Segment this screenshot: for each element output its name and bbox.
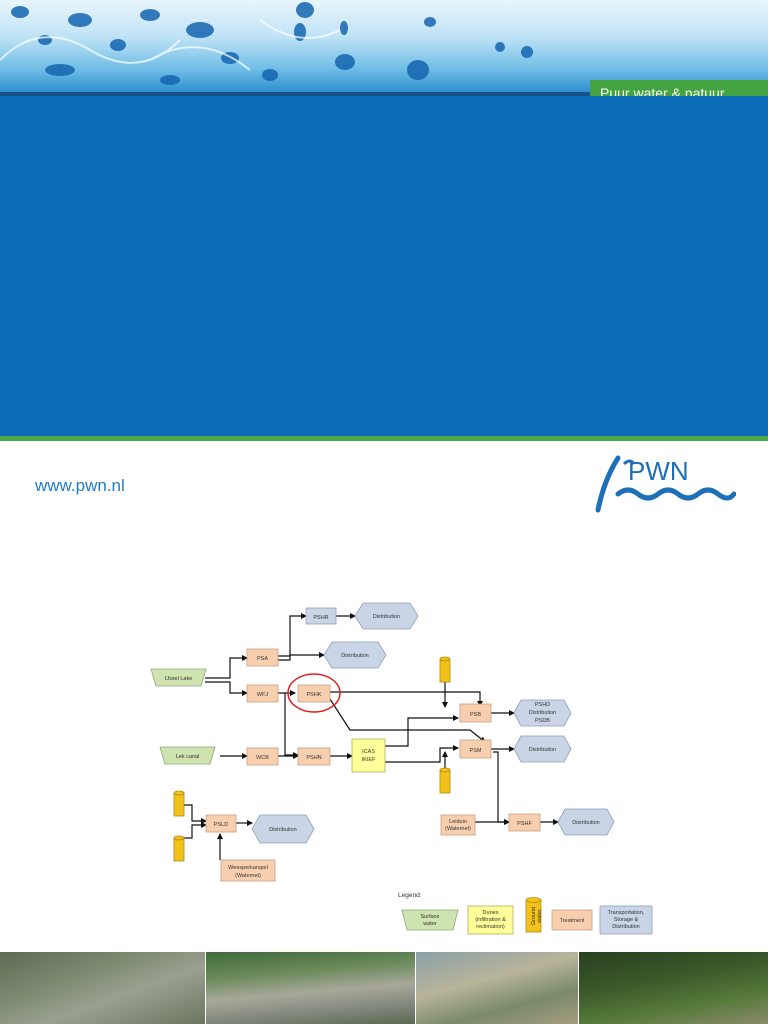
node-psa: PSA [246, 648, 279, 667]
legend-ground-water: Groundwater [525, 897, 543, 933]
treatment-plant-photo [206, 952, 415, 1024]
svg-text:PSA: PSA [257, 656, 268, 662]
legend-dunes: Dunes(infiltration &reclimation) [467, 905, 514, 935]
legend-transport: Transportation,Storage &Distribution [599, 905, 653, 935]
svg-text:Transportation,Storage &Distri: Transportation,Storage &Distribution [608, 910, 645, 930]
website-link[interactable]: www.pwn.nl [35, 476, 125, 495]
svg-text:Lek canal: Lek canal [176, 754, 200, 760]
svg-text:Distribution: Distribution [269, 827, 297, 833]
node-wfj: WFJ [246, 684, 279, 703]
svg-text:PSHR: PSHR [313, 615, 328, 621]
node-lek-canal: Lek canal [159, 746, 216, 765]
node-psld: PSLD [205, 814, 237, 833]
node-leiduin: Leiduin(Waternet) [440, 814, 476, 836]
ground-water-icon [439, 767, 451, 794]
svg-text:Dunes(infiltration &reclimatio: Dunes(infiltration &reclimation) [475, 910, 506, 930]
svg-text:IJssel Lake: IJssel Lake [165, 676, 193, 682]
header-water-photo [0, 0, 768, 92]
node-pshr: PSHR [305, 607, 337, 625]
node-pshf: PSHF [508, 813, 541, 832]
node-psm: PSM [459, 739, 492, 759]
node-distribution-psm: Distribution [513, 735, 572, 763]
svg-text:PSHF: PSHF [517, 821, 532, 827]
dunes-photo [416, 952, 578, 1024]
node-distribution-pshr: Distribution [354, 602, 419, 630]
legend-title: Legend: [398, 892, 422, 899]
forest-photo [579, 952, 768, 1024]
green-divider [0, 436, 768, 441]
flow-connectors [181, 613, 559, 860]
svg-text:Weesperkarspel(Waternet): Weesperkarspel(Waternet) [228, 865, 268, 879]
node-distribution-psa: Distribution [323, 641, 387, 669]
svg-text:PSLD: PSLD [214, 822, 228, 828]
svg-text:Treatment: Treatment [560, 918, 585, 924]
ground-water-icon [173, 790, 185, 817]
svg-text:PSM: PSM [470, 748, 482, 754]
node-pshk: PSHK [297, 684, 331, 703]
svg-text:Distribution: Distribution [529, 747, 557, 753]
node-pshn: PSHN [297, 747, 331, 766]
pwn-logo: PWN [595, 455, 736, 513]
header-divider [0, 92, 768, 96]
title-panel [0, 96, 768, 436]
footer-photo-strip [0, 952, 768, 1024]
aerial-landscape-photo [0, 952, 205, 1024]
node-ijssel-lake: IJssel Lake [150, 668, 207, 687]
node-psb: PSB [459, 703, 492, 723]
svg-text:PSB: PSB [470, 712, 481, 718]
ground-water-icon [173, 835, 185, 862]
node-weesperkarspel: Weesperkarspel(Waternet) [220, 859, 276, 882]
svg-text:Leiduin(Waternet): Leiduin(Waternet) [445, 819, 471, 832]
svg-text:Distribution: Distribution [341, 653, 369, 659]
pshk-highlight-circle [287, 673, 341, 713]
svg-text:WCB: WCB [256, 755, 269, 761]
svg-text:Groundwater: Groundwater [531, 907, 543, 925]
svg-text:Distribution: Distribution [373, 614, 401, 620]
svg-text:WFJ: WFJ [257, 692, 269, 698]
svg-text:Distribution: Distribution [572, 820, 600, 826]
ground-water-icon [439, 656, 451, 683]
node-distribution-pshf: Distribution [557, 808, 615, 836]
svg-text:PSHK: PSHK [307, 692, 322, 698]
logo-text: PWN [628, 456, 689, 486]
water-supply-flow-diagram: IJssel Lake Lek canal PSA WFJ WCB PSHK P… [150, 602, 653, 935]
legend-treatment: Treatment [551, 909, 593, 931]
svg-text:PSHN: PSHN [306, 755, 321, 761]
node-wcb: WCB [246, 747, 279, 766]
node-distribution-psld: Distribution [251, 814, 315, 844]
